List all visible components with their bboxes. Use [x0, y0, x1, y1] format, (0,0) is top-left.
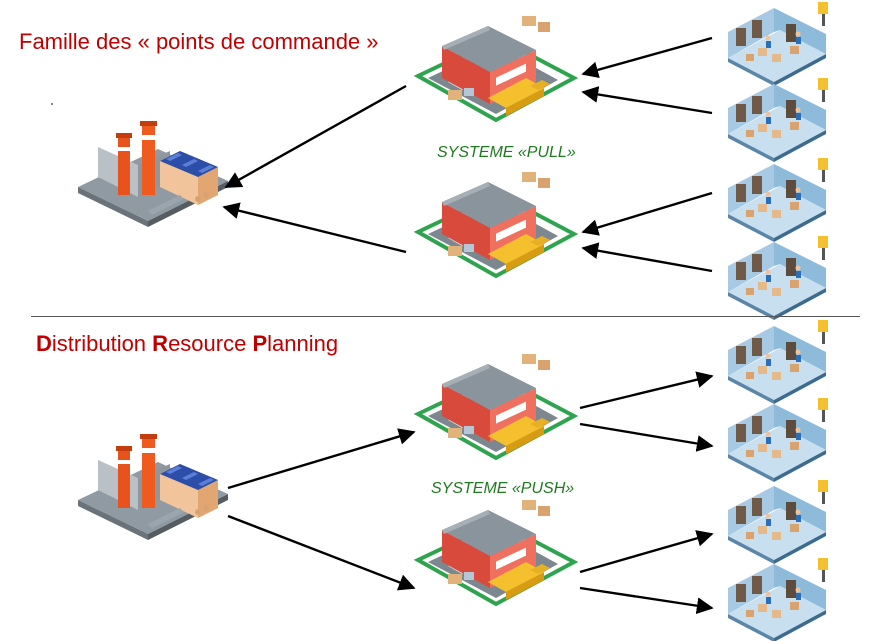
arrow-store-to-warehouse	[581, 242, 713, 273]
title-initial-p: P	[252, 331, 268, 356]
arrow-warehouse-to-store	[579, 422, 714, 452]
factory-icon	[78, 434, 228, 540]
arrow-factory-to-warehouse	[227, 428, 416, 490]
arrow-warehouse-to-store	[579, 530, 714, 574]
section-divider	[31, 316, 860, 317]
arrow-factory-to-warehouse	[227, 514, 416, 591]
store-icon	[728, 158, 828, 242]
push-system-label: SYSTEME «PUSH»	[431, 480, 575, 497]
store-icon	[728, 320, 828, 404]
title-initial-r: R	[152, 331, 169, 356]
title-rest-d: istribution	[51, 331, 153, 356]
warehouse-icon	[416, 14, 576, 122]
arrow-warehouse-to-factory	[222, 202, 407, 254]
store-icon	[728, 558, 828, 641]
arrow-store-to-warehouse	[581, 86, 713, 115]
arrow-store-to-warehouse	[581, 191, 713, 236]
title-rest-p: lanning	[267, 331, 339, 356]
push-arrows	[227, 371, 714, 615]
arrow-store-to-warehouse	[581, 36, 713, 79]
store-icon	[728, 2, 828, 86]
pull-arrows	[222, 36, 713, 273]
arrow-warehouse-to-store	[579, 371, 714, 410]
title-initial-d: D	[36, 331, 52, 356]
pull-section-title: Famille des « points de commande »	[19, 29, 379, 54]
drp-section-title: Distribution Resource Planning	[36, 331, 338, 357]
store-icon	[728, 236, 828, 320]
factory-icon	[78, 121, 228, 227]
warehouse-icon	[416, 498, 576, 606]
stray-dot	[51, 103, 53, 105]
warehouse-icon	[416, 352, 576, 460]
store-icon	[728, 78, 828, 162]
store-icon	[728, 398, 828, 482]
title-rest-r: esource	[168, 331, 253, 356]
pull-system-label: SYSTEME «PULL»	[437, 144, 576, 161]
store-icon	[728, 480, 828, 564]
warehouse-icon	[416, 170, 576, 278]
arrow-warehouse-to-store	[579, 586, 714, 615]
arrow-warehouse-to-factory	[224, 84, 407, 189]
